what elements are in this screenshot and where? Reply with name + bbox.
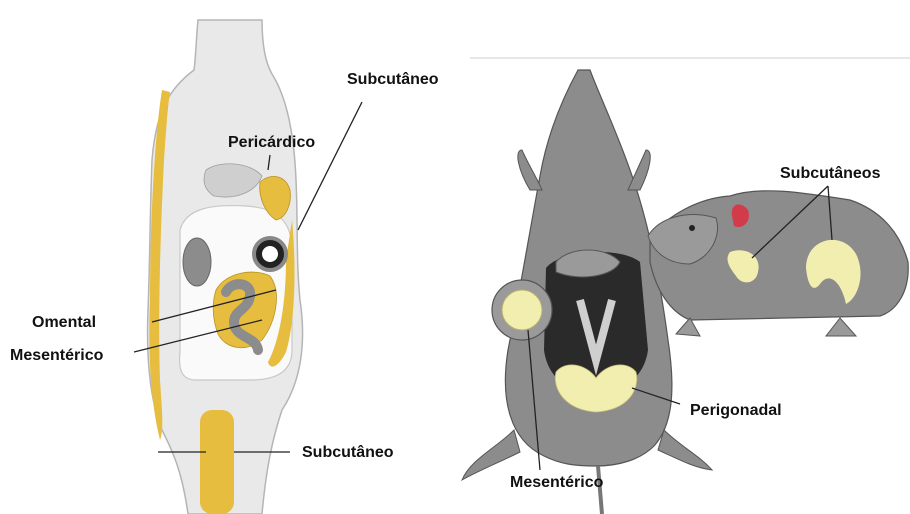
rat-right-forelimb — [628, 150, 650, 190]
label-mesenteric-human: Mesentérico — [10, 347, 104, 364]
label-perigonadal: Perigonadal — [690, 402, 782, 419]
human-colon-lumen — [262, 246, 278, 262]
label-subcutaneous-top: Subcutâneo — [347, 71, 439, 88]
human-leg-subcutaneous-fat — [200, 410, 234, 514]
rodent-side-figure: Subcutâneos — [648, 165, 908, 336]
leader-subcutaneous-top — [298, 102, 362, 230]
mouse-hind-leg — [826, 318, 856, 336]
mouse-eye — [689, 225, 695, 231]
label-omental: Omental — [32, 314, 96, 331]
label-pericardial: Pericárdico — [228, 134, 315, 151]
rat-mesenteric-fat — [502, 290, 542, 330]
rat-left-forelimb — [518, 150, 542, 190]
label-mesenteric-rodent: Mesentérico — [510, 474, 604, 491]
mouse-front-leg — [676, 318, 700, 336]
rat-right-hindlimb — [658, 430, 712, 470]
rat-left-hindlimb — [462, 430, 520, 480]
human-figure: Subcutâneo Pericárdico Omental Mesentéri… — [10, 20, 439, 514]
human-kidney — [183, 238, 211, 286]
label-subcutaneous-plural: Subcutâneos — [780, 165, 881, 182]
label-subcutaneous-bottom: Subcutâneo — [302, 444, 394, 461]
